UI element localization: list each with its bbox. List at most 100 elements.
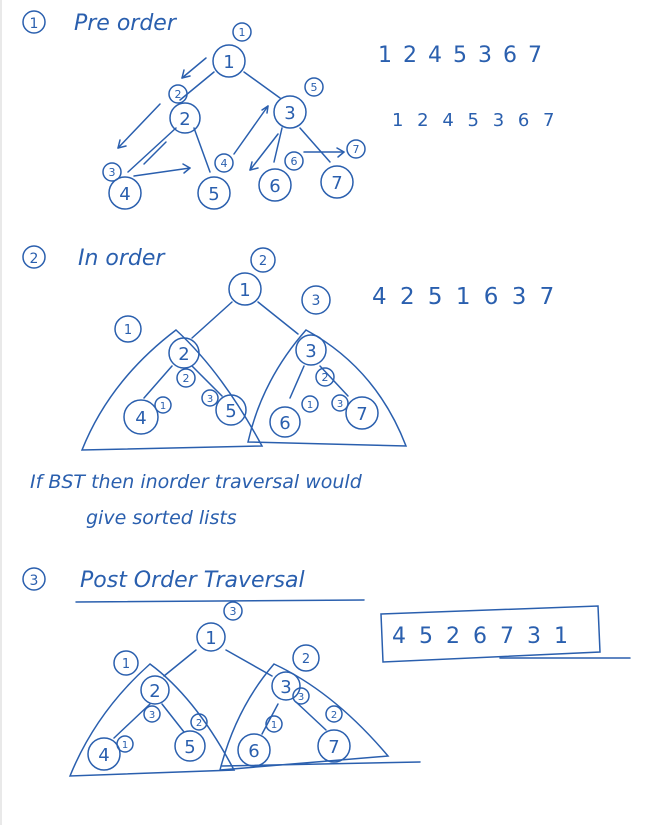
visit-marker (331, 394, 349, 412)
section-postorder: 3 Post Order Traversal 4 5 2 6 7 3 1 1 2 (22, 567, 631, 777)
node-label: 1 (205, 628, 216, 649)
visit-marker (201, 389, 219, 407)
visit-marker (116, 735, 134, 753)
node-label: 7 (356, 404, 367, 425)
section-preorder: 1 Pre order 1 2 4 5 3 6 7 1 2 4 5 3 6 7 (22, 10, 555, 210)
right-subtree-outline (247, 329, 408, 447)
visit-marker (315, 367, 335, 387)
visit-marker-label: 1 (239, 26, 246, 39)
tree-node (174, 730, 206, 762)
tree-node (237, 733, 271, 767)
tree-edge (161, 703, 185, 733)
tree-node (258, 168, 292, 202)
node-label: 6 (269, 176, 280, 197)
section-heading: In order (78, 246, 166, 271)
tree-edge (225, 649, 273, 677)
section-inorder: 2 In order 4 2 5 1 6 3 7 1 2 3 4 5 (22, 245, 557, 529)
tree-node (228, 272, 262, 306)
tree-edge (179, 71, 215, 101)
section-number-circle (22, 10, 46, 34)
visit-marker-label: 3 (149, 710, 155, 721)
visit-marker (301, 285, 331, 315)
visit-marker (114, 315, 142, 343)
visit-marker (265, 715, 283, 733)
tree-node (271, 671, 301, 701)
right-subtree-outline (219, 663, 390, 771)
visit-marker-label: 3 (312, 293, 321, 309)
section-number: 3 (30, 573, 39, 589)
arrowhead (336, 147, 345, 158)
heading-underline (75, 599, 365, 603)
traversal-arrow (233, 105, 269, 155)
section-number-circle (22, 245, 46, 269)
traversal-arrow (249, 133, 279, 171)
node-label: 7 (328, 737, 339, 758)
node-label: 2 (178, 344, 189, 365)
postorder-result: 4 5 2 6 7 3 1 (392, 624, 571, 649)
visit-marker (292, 687, 310, 705)
node-label: 1 (223, 52, 234, 73)
arrowhead (117, 139, 127, 149)
arrowhead (249, 161, 259, 171)
inorder-result: 4 2 5 1 6 3 7 (372, 284, 557, 310)
traversal-arrow (117, 103, 161, 149)
node-label: 2 (149, 681, 160, 702)
visit-marker-label: 3 (337, 399, 343, 410)
tree-edge (243, 71, 281, 99)
visit-marker-label: 3 (207, 394, 213, 405)
tree-edge (163, 649, 197, 677)
tree-edge (193, 127, 211, 173)
visit-marker-label: 2 (302, 652, 310, 667)
visit-marker (154, 396, 172, 414)
section-number: 1 (30, 16, 39, 32)
visit-marker-label: 7 (353, 143, 360, 156)
visit-marker-label: 1 (307, 400, 313, 411)
visit-marker (214, 153, 234, 173)
page-edge (0, 0, 2, 825)
visit-marker (301, 395, 319, 413)
node-label: 3 (305, 341, 316, 362)
tree-node (123, 399, 159, 435)
visit-marker-label: 2 (322, 371, 329, 384)
visit-marker (346, 139, 366, 159)
visit-marker (304, 77, 324, 97)
node-label: 7 (331, 173, 342, 194)
tree-node (295, 334, 327, 366)
visit-marker-label: 2 (331, 710, 337, 721)
tree-edge (191, 365, 223, 397)
node-label: 4 (98, 745, 109, 766)
tree-node (168, 337, 200, 369)
tree-node (169, 102, 201, 134)
visit-marker-label: 3 (230, 605, 237, 618)
tree-node (317, 729, 351, 763)
tree-node (320, 165, 354, 199)
tree-node (197, 176, 231, 210)
visit-marker (232, 22, 252, 42)
arrowhead (182, 163, 191, 174)
left-subtree-outline (80, 329, 264, 451)
visit-marker-label: 2 (196, 718, 202, 729)
tree-edge (113, 703, 151, 739)
left-subtree-outline (68, 663, 236, 777)
visit-marker-label: 4 (221, 157, 228, 170)
tree-edge (273, 127, 283, 163)
arrowhead (261, 105, 269, 114)
visit-marker (113, 650, 139, 676)
result-box (380, 605, 601, 663)
tree-edge (261, 703, 279, 735)
tree-node (108, 176, 142, 210)
node-label: 6 (248, 741, 259, 762)
preorder-result-1: 1 2 4 5 3 6 7 (378, 43, 544, 68)
section-number-circle (22, 567, 46, 591)
visit-marker-label: 1 (271, 720, 277, 731)
section-number: 2 (30, 251, 39, 267)
visit-marker (168, 84, 188, 104)
tree-edge (191, 301, 233, 339)
visit-marker-label: 1 (160, 401, 166, 412)
visit-marker (284, 151, 304, 171)
tree-edge (143, 365, 173, 399)
tree-edge (319, 365, 349, 397)
tree-edge (295, 701, 327, 731)
